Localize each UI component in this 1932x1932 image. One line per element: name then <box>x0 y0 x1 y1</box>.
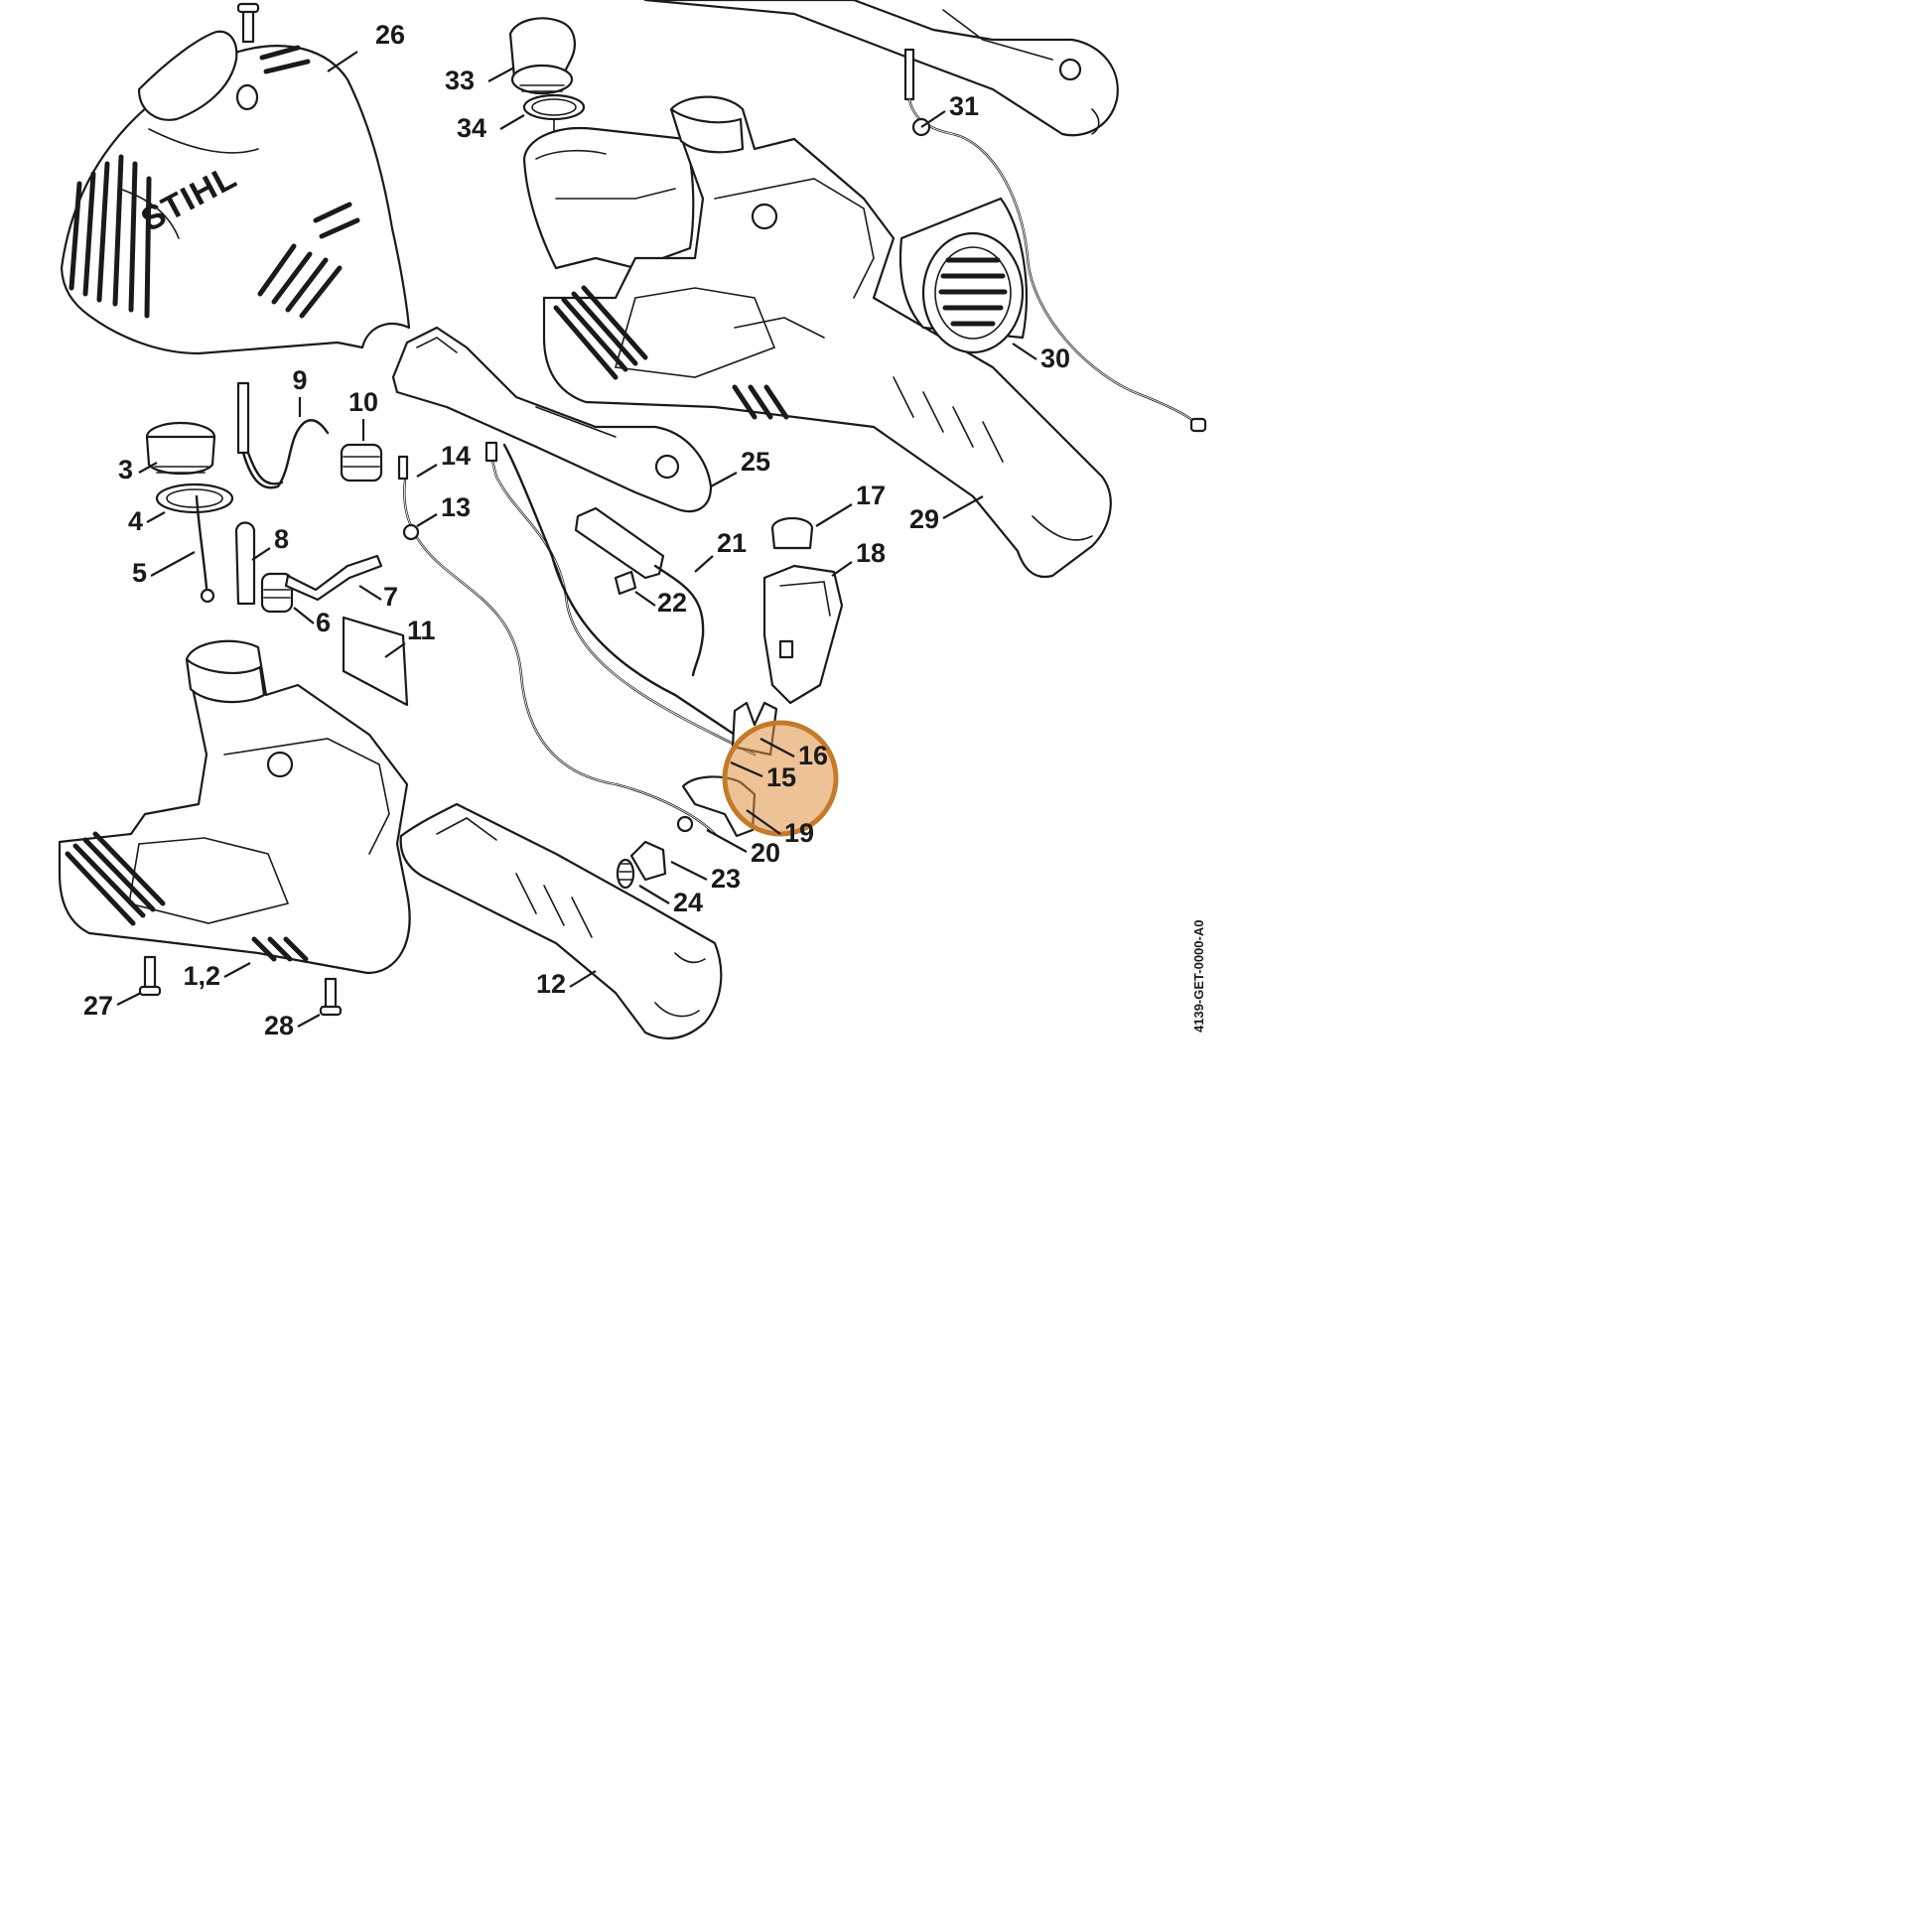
part-28-screw <box>319 977 343 1017</box>
callout-label-6: 6 <box>316 608 331 637</box>
callout-label-4: 4 <box>128 506 143 536</box>
callout-leader-12 <box>569 970 597 988</box>
part-20-spring <box>676 815 694 833</box>
part-6-primer-bulb <box>260 572 294 614</box>
callout-leader-7 <box>358 585 382 601</box>
callout-label-20: 20 <box>751 838 780 868</box>
part-9-fuel-hose <box>236 381 330 489</box>
callout-label-31: 31 <box>949 91 979 121</box>
callout-leader-14 <box>416 464 438 478</box>
callout-leader-21 <box>694 555 714 573</box>
part-26-engine-cover: STIHL <box>60 2 411 355</box>
drawing-number: 4139-GET-0000-A0 <box>1191 920 1206 1033</box>
part-33-cap <box>508 17 576 95</box>
part-24-torsion-spring <box>616 858 635 890</box>
throttle-cable-long <box>484 441 757 757</box>
callout-leader-17 <box>815 503 853 527</box>
callout-label-21: 21 <box>717 528 747 558</box>
part-5-fuel-pickup <box>195 494 215 604</box>
part-21-module <box>574 506 705 677</box>
callout-label-16: 16 <box>798 741 828 770</box>
callout-label-1-2: 1,2 <box>183 961 220 991</box>
callout-label-22: 22 <box>657 588 687 618</box>
callout-leader-33 <box>487 67 515 82</box>
part-25-handle-tube <box>391 326 713 513</box>
callout-label-12: 12 <box>536 969 566 999</box>
callout-leader-6 <box>293 607 315 624</box>
part-18-switch-housing <box>762 564 844 705</box>
callout-leader-24 <box>638 885 670 904</box>
callout-leader-22 <box>634 591 656 607</box>
part-14-screw <box>397 455 409 481</box>
callout-leader-31 <box>920 110 946 128</box>
callout-leader-18 <box>831 561 853 577</box>
callout-leader-23 <box>670 861 708 881</box>
callout-leader-28 <box>297 1014 321 1028</box>
part-17-switch <box>770 516 814 550</box>
callout-label-10: 10 <box>348 387 378 417</box>
part-fan-housing-upper <box>522 126 695 270</box>
part-11-label <box>342 616 409 707</box>
part-12-handle-shell <box>399 802 723 1039</box>
callout-label-15: 15 <box>766 762 796 792</box>
callout-leader-13 <box>416 513 438 527</box>
callout-leader-30 <box>1012 343 1037 360</box>
part-34-o-ring <box>522 93 586 140</box>
part-1-2-lower-housing <box>58 639 411 975</box>
callout-leader-27 <box>116 992 142 1006</box>
callout-label-13: 13 <box>441 492 471 522</box>
part-13-short-circuit-wire <box>402 479 717 836</box>
part-29-housing-assembly <box>542 95 1112 579</box>
cover-left-grille <box>69 154 152 319</box>
callout-leader-34 <box>499 114 525 130</box>
part-7-hose <box>284 554 383 602</box>
part-3-fuel-cap <box>145 421 216 475</box>
callout-leader-5 <box>150 551 196 577</box>
callout-leader-8 <box>251 547 271 561</box>
callout-label-33: 33 <box>445 66 475 95</box>
callout-label-25: 25 <box>741 447 770 477</box>
callout-leader-19 <box>746 809 781 835</box>
callout-label-28: 28 <box>264 1011 294 1040</box>
callout-label-27: 27 <box>83 991 113 1021</box>
callout-leader-26 <box>327 51 358 72</box>
callout-label-29: 29 <box>909 504 939 534</box>
callout-label-7: 7 <box>383 582 398 612</box>
callout-label-30: 30 <box>1040 344 1070 373</box>
part-8-hose <box>234 521 256 606</box>
callout-leader-4 <box>146 511 166 523</box>
callout-label-23: 23 <box>711 864 741 894</box>
part-22-clip <box>614 570 637 596</box>
callout-label-17: 17 <box>856 481 886 510</box>
callout-leader-3 <box>138 462 158 474</box>
callout-label-5: 5 <box>132 558 147 588</box>
callout-label-34: 34 <box>457 113 486 143</box>
part-27-screw <box>138 955 162 997</box>
callout-leader-25 <box>710 472 738 487</box>
callout-label-3: 3 <box>118 455 133 484</box>
callout-leader-1-2 <box>223 962 251 978</box>
callout-label-8: 8 <box>274 524 289 554</box>
part-10-fuel-filter <box>340 443 383 483</box>
callout-label-9: 9 <box>292 365 307 395</box>
callout-label-11: 11 <box>407 616 436 645</box>
part-30-fan-cover <box>898 197 1028 354</box>
callout-leader-29 <box>942 495 984 519</box>
callout-label-18: 18 <box>856 538 886 568</box>
part-upper-handle <box>643 0 1119 137</box>
part-4-seal <box>155 483 234 514</box>
callout-leader-11 <box>384 642 406 658</box>
callout-label-26: 26 <box>375 20 405 50</box>
callout-leader-16 <box>759 738 795 758</box>
part-23-lever <box>629 840 667 882</box>
cover-right-grille <box>257 45 360 319</box>
callout-leader-20 <box>706 829 748 853</box>
callout-leader-15 <box>730 760 763 778</box>
callout-label-19: 19 <box>784 818 814 848</box>
callout-label-14: 14 <box>441 441 471 471</box>
part-31-throttle-cable <box>903 48 1207 433</box>
callout-label-24: 24 <box>673 888 703 917</box>
